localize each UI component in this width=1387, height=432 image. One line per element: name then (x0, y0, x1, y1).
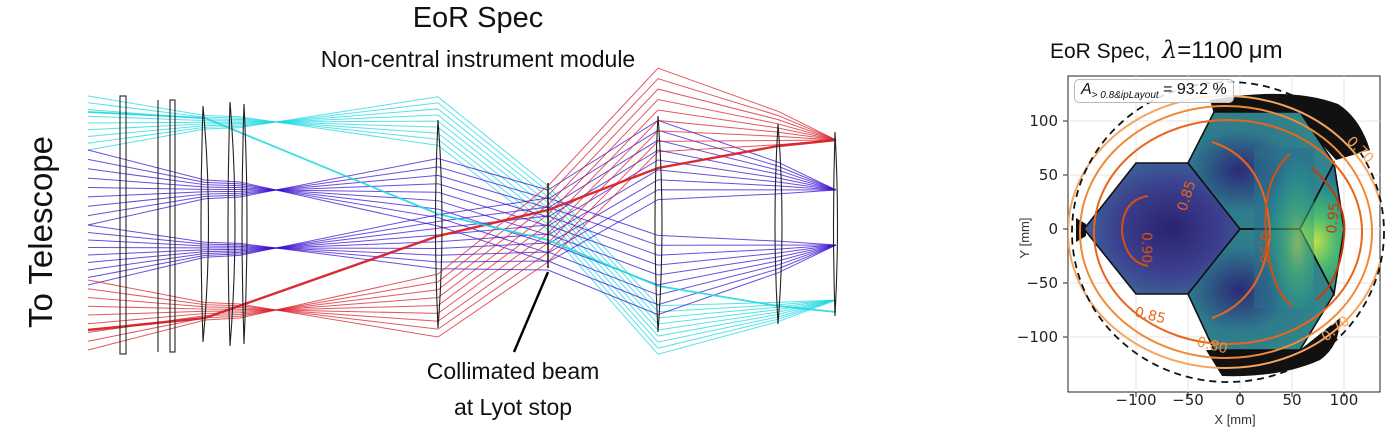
ray (87, 149, 837, 218)
y-tick: −50 (1026, 274, 1058, 292)
ray (87, 206, 837, 278)
ray (87, 242, 837, 286)
ray (87, 95, 837, 355)
coverage-fraction-box: A> 0.8&ipLayout = 93.2 % (1074, 79, 1234, 104)
ray (87, 139, 837, 338)
ray (87, 67, 837, 351)
lens-elements (119, 95, 839, 355)
fraction-symbol: A (1081, 81, 1092, 98)
ray (87, 139, 837, 330)
map-title: EoR Spec, λ=1100 μm (1050, 36, 1387, 65)
annotation-line-2: at Lyot stop (453, 394, 573, 420)
x-axis-label: X [mm] (1214, 412, 1256, 427)
contour-085 (1093, 119, 1363, 345)
lens-4 (434, 119, 443, 329)
x-tick: 0 (1235, 391, 1245, 409)
contour-080 (1079, 105, 1373, 359)
ray (87, 109, 837, 343)
ray (87, 119, 837, 226)
fraction-value: = 93.2 % (1158, 81, 1227, 98)
ray (87, 224, 837, 316)
x-tick: 50 (1282, 391, 1301, 409)
x-tick: 100 (1330, 391, 1359, 409)
contour-label: 0.95 (1324, 202, 1343, 235)
y-tick: −100 (1017, 328, 1058, 346)
wavelength-symbol: λ (1162, 36, 1178, 64)
ray (87, 102, 837, 349)
ray (87, 139, 837, 209)
wavelength-value: =1100 (1177, 37, 1243, 64)
ray (87, 232, 837, 306)
diagram-title: EoR Spec (412, 2, 544, 34)
ray (87, 109, 837, 316)
contour-label: 0.85 (1133, 304, 1167, 327)
lens-5 (654, 115, 663, 333)
ray (87, 108, 837, 319)
contour-090-right (1264, 153, 1293, 307)
contour-label: 0.80 (1195, 334, 1229, 357)
map-title-prefix: EoR Spec, (1050, 40, 1151, 63)
ray-bundles (87, 67, 837, 355)
y-axis-label: Y [mm] (1017, 217, 1032, 259)
x-tick-labels: −100 −50 0 50 100 (1115, 391, 1358, 409)
x-tick: −50 (1172, 391, 1204, 409)
ray (87, 119, 837, 314)
fraction-subscript: > 0.8&ipLayout (1091, 90, 1159, 102)
y-tick: 0 (1048, 220, 1058, 238)
ray (87, 78, 837, 342)
diagram-subtitle: Non-central instrument module (320, 46, 636, 72)
annotation-pointer (512, 271, 550, 353)
y-tick: 100 (1029, 112, 1058, 130)
lens-3 (241, 103, 248, 345)
contour-085-center (1211, 141, 1272, 319)
lens-6 (774, 123, 783, 325)
ray (87, 159, 837, 227)
filter-element (169, 99, 176, 353)
lens-1 (200, 105, 210, 343)
x-tick: −100 (1115, 391, 1156, 409)
ray (87, 114, 837, 325)
annotation-line-1: Collimated beam (426, 358, 600, 384)
detector-lens (832, 131, 839, 317)
contour-090-left (1120, 195, 1149, 267)
ray (87, 149, 837, 263)
ray (87, 120, 837, 331)
map-content (1068, 76, 1380, 392)
ray (87, 169, 837, 236)
ray (87, 99, 837, 325)
ray (87, 130, 837, 322)
ray (87, 197, 837, 286)
ray (87, 102, 837, 313)
y-tick: 50 (1039, 166, 1058, 184)
ray (87, 129, 837, 217)
ray (87, 233, 837, 276)
contour-095 (1311, 167, 1346, 301)
y-tick-labels: 100 50 0 −50 −100 (1017, 112, 1058, 346)
contour-label: 0.90 (1138, 232, 1154, 263)
contour-label: 0.90 (1256, 232, 1272, 263)
window-element (119, 95, 127, 355)
wavelength-unit: μm (1248, 37, 1283, 64)
ray (87, 158, 837, 254)
lens-2 (227, 101, 236, 347)
ray (87, 239, 837, 296)
